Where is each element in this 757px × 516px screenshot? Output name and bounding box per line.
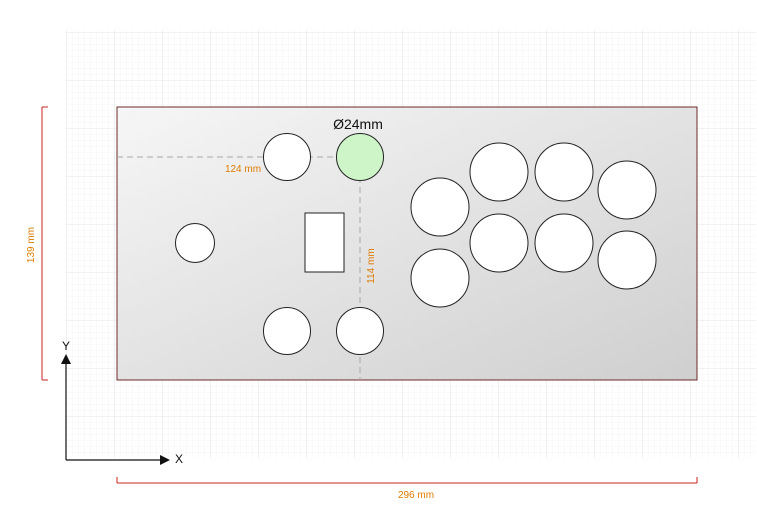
vertical-offset-label: 114 mm [366,248,377,283]
button-hole[interactable] [534,213,594,273]
selected-button-hole[interactable] [336,133,384,181]
button-hole[interactable] [597,230,657,290]
button-hole[interactable] [597,160,657,220]
selected-hole-diameter-label: Ø24mm [333,116,383,132]
button-hole[interactable] [534,142,594,202]
y-axis-arrow-icon [61,354,71,364]
horizontal-offset-label: 124 mm [225,164,261,175]
button-hole[interactable] [263,307,311,355]
x-axis-arrow-icon [160,455,170,465]
button-hole[interactable] [469,213,529,273]
width-dimension [116,477,698,484]
button-hole[interactable] [336,307,384,355]
button-hole[interactable] [410,248,470,308]
button-hole[interactable] [175,223,215,263]
height-dimension-label: 139 mm [26,227,37,263]
button-hole[interactable] [410,177,470,237]
width-dimension-label: 296 mm [398,490,434,501]
button-hole[interactable] [263,133,311,181]
x-axis-label: X [175,452,183,466]
axis-indicator [61,354,170,465]
button-hole[interactable] [469,142,529,202]
height-dimension [41,106,48,381]
y-axis-label: Y [62,339,70,353]
rectangular-cutout[interactable] [304,212,345,273]
